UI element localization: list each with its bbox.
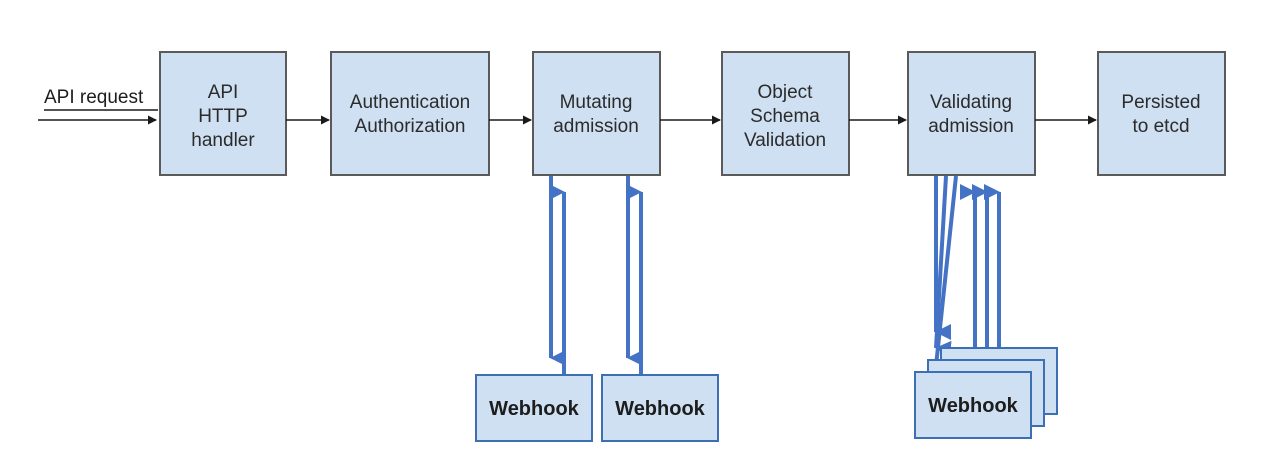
stage-box-object-schema-validation[interactable]: Object Schema Validation [721, 51, 850, 176]
webhook-stack-front-rect [914, 371, 1032, 439]
api-request-label: API request [44, 87, 144, 108]
stage-box-rect [532, 51, 661, 176]
webhook-box-mutating-webhook-1[interactable]: Webhook [475, 374, 593, 442]
stage-box-rect [330, 51, 490, 176]
stage-box-api-http-handler[interactable]: API HTTP handler [159, 51, 287, 176]
stage-box-mutating-admission[interactable]: Mutating admission [532, 51, 661, 176]
mutating-webhook-arrows [549, 176, 643, 374]
stage-box-persisted-to-etcd[interactable]: Persisted to etcd [1097, 51, 1226, 176]
stage-box-rect [1097, 51, 1226, 176]
webhook-box-rect [601, 374, 719, 442]
webhook-box-validating-webhook-stack[interactable]: Webhook [914, 347, 1058, 439]
validating-webhook-call-arrow-3 [934, 175, 958, 376]
stage-box-authentication-authorization[interactable]: Authentication Authorization [330, 51, 490, 176]
stage-box-validating-admission[interactable]: Validating admission [907, 51, 1036, 176]
validating-webhook-arrows [934, 175, 1001, 376]
webhook-box-rect [475, 374, 593, 442]
stage-box-rect [907, 51, 1036, 176]
webhook-box-mutating-webhook-2[interactable]: Webhook [601, 374, 719, 442]
stage-box-rect [721, 51, 850, 176]
stage-box-rect [159, 51, 287, 176]
api-request-entry: API request [38, 87, 158, 125]
validating-webhook-call-arrow-2 [934, 175, 952, 357]
